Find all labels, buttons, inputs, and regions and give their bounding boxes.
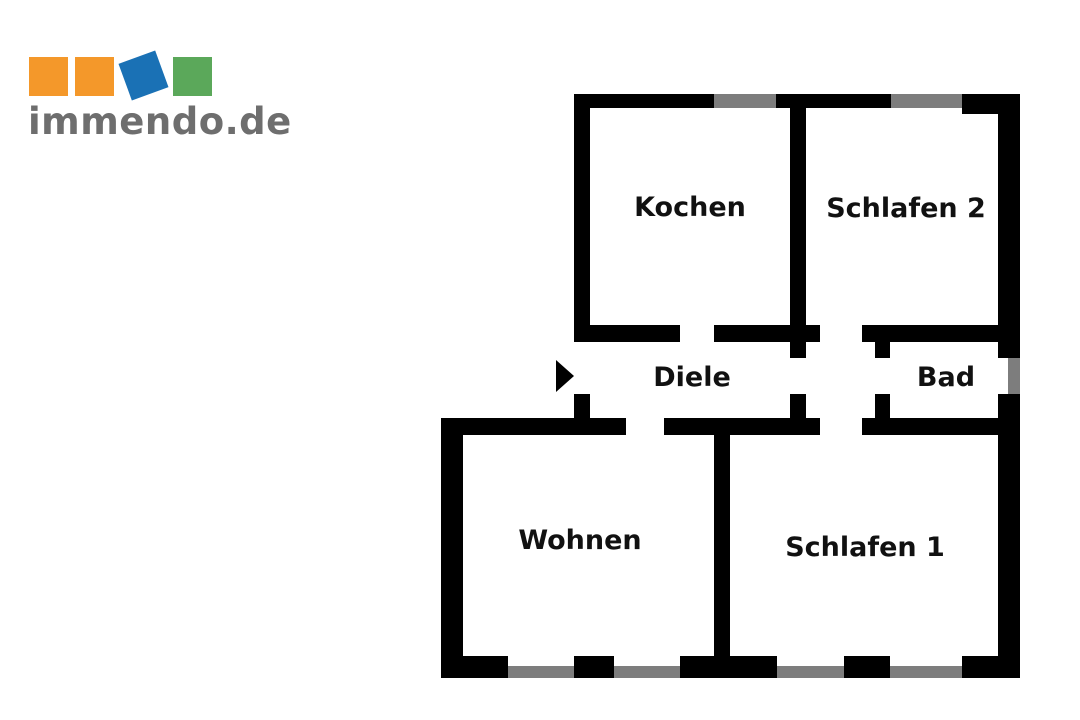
wall-bottom-4 bbox=[844, 656, 890, 678]
wall-bottom-5 bbox=[962, 656, 1020, 678]
window-top-kochen bbox=[714, 94, 776, 108]
room-label-kochen: Kochen bbox=[634, 192, 746, 223]
wall-below-diele-1 bbox=[441, 418, 626, 435]
room-label-schlafen2: Schlafen 2 bbox=[826, 193, 986, 224]
wall-kochen-schlafen2 bbox=[790, 108, 806, 342]
room-label-bad: Bad bbox=[917, 362, 975, 393]
wall-left-kochen bbox=[574, 94, 590, 342]
wall-above-diele-1 bbox=[574, 325, 680, 342]
wall-bottom-3 bbox=[680, 656, 777, 678]
room-label-wohnen: Wohnen bbox=[518, 525, 641, 556]
wall-above-diele-2 bbox=[714, 325, 820, 342]
wall-top-left bbox=[574, 94, 714, 108]
room-label-diele: Diele bbox=[653, 362, 731, 393]
window-bottom-1 bbox=[508, 666, 574, 678]
wall-above-diele-3 bbox=[862, 325, 1020, 342]
wall-diele-stub-lower bbox=[790, 394, 806, 420]
entrance-arrow-icon bbox=[556, 360, 574, 392]
window-bottom-3 bbox=[777, 666, 844, 678]
window-bottom-4 bbox=[890, 666, 962, 678]
wall-diele-stub-upper bbox=[790, 342, 806, 358]
logo-square-blue bbox=[118, 50, 169, 101]
wall-wohnen-schlafen1 bbox=[714, 435, 730, 678]
logo-square-orange-1 bbox=[29, 57, 68, 96]
wall-bottom-1 bbox=[441, 656, 508, 678]
logo-mark bbox=[29, 50, 212, 101]
wall-bad-left-upper bbox=[875, 342, 890, 358]
wall-top-middle bbox=[776, 94, 891, 108]
logo-text: immendo.de bbox=[28, 100, 292, 143]
logo-square-orange-2 bbox=[75, 57, 114, 96]
wall-right-lower bbox=[998, 394, 1020, 678]
wall-bottom-2 bbox=[574, 656, 614, 678]
window-right-bad bbox=[1008, 358, 1020, 394]
wall-left-wohnen bbox=[441, 418, 463, 678]
walls bbox=[441, 94, 1020, 678]
wall-bad-left-lower bbox=[875, 394, 890, 420]
wall-below-diele-2 bbox=[664, 418, 820, 435]
window-top-schlafen2 bbox=[891, 94, 962, 108]
wall-right-upper bbox=[998, 94, 1020, 358]
logo-square-green bbox=[173, 57, 212, 96]
room-label-schlafen1: Schlafen 1 bbox=[785, 532, 945, 563]
logo: immendo.de bbox=[0, 0, 320, 160]
wall-below-diele-3 bbox=[862, 418, 1020, 435]
window-bottom-2 bbox=[614, 666, 680, 678]
